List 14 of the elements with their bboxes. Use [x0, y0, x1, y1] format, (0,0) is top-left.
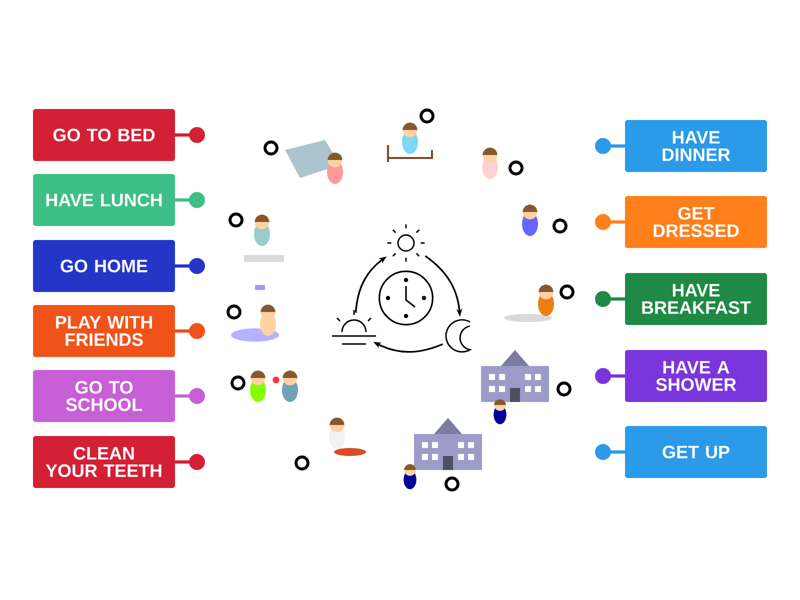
label-tile: HAVE LUNCH — [33, 174, 205, 226]
moon-icon — [445, 319, 471, 353]
sunrise-icon — [331, 309, 377, 345]
label-tile: GO HOME — [33, 240, 205, 292]
label-tile: GO TO BED — [33, 109, 205, 161]
label-tile: PLAY WITH FRIENDS — [33, 305, 205, 357]
label-tile: CLEAN YOUR TEETH — [33, 436, 205, 488]
label-tile: GET DRESSED — [595, 196, 767, 248]
label-tile: HAVE DINNER — [595, 120, 767, 172]
label-tile: HAVE BREAKFAST — [595, 273, 767, 325]
sun-icon — [387, 224, 425, 262]
label-tile: GET UP — [595, 426, 767, 478]
label-tile: GO TO SCHOOL — [33, 370, 205, 422]
label-tile: HAVE A SHOWER — [595, 350, 767, 402]
